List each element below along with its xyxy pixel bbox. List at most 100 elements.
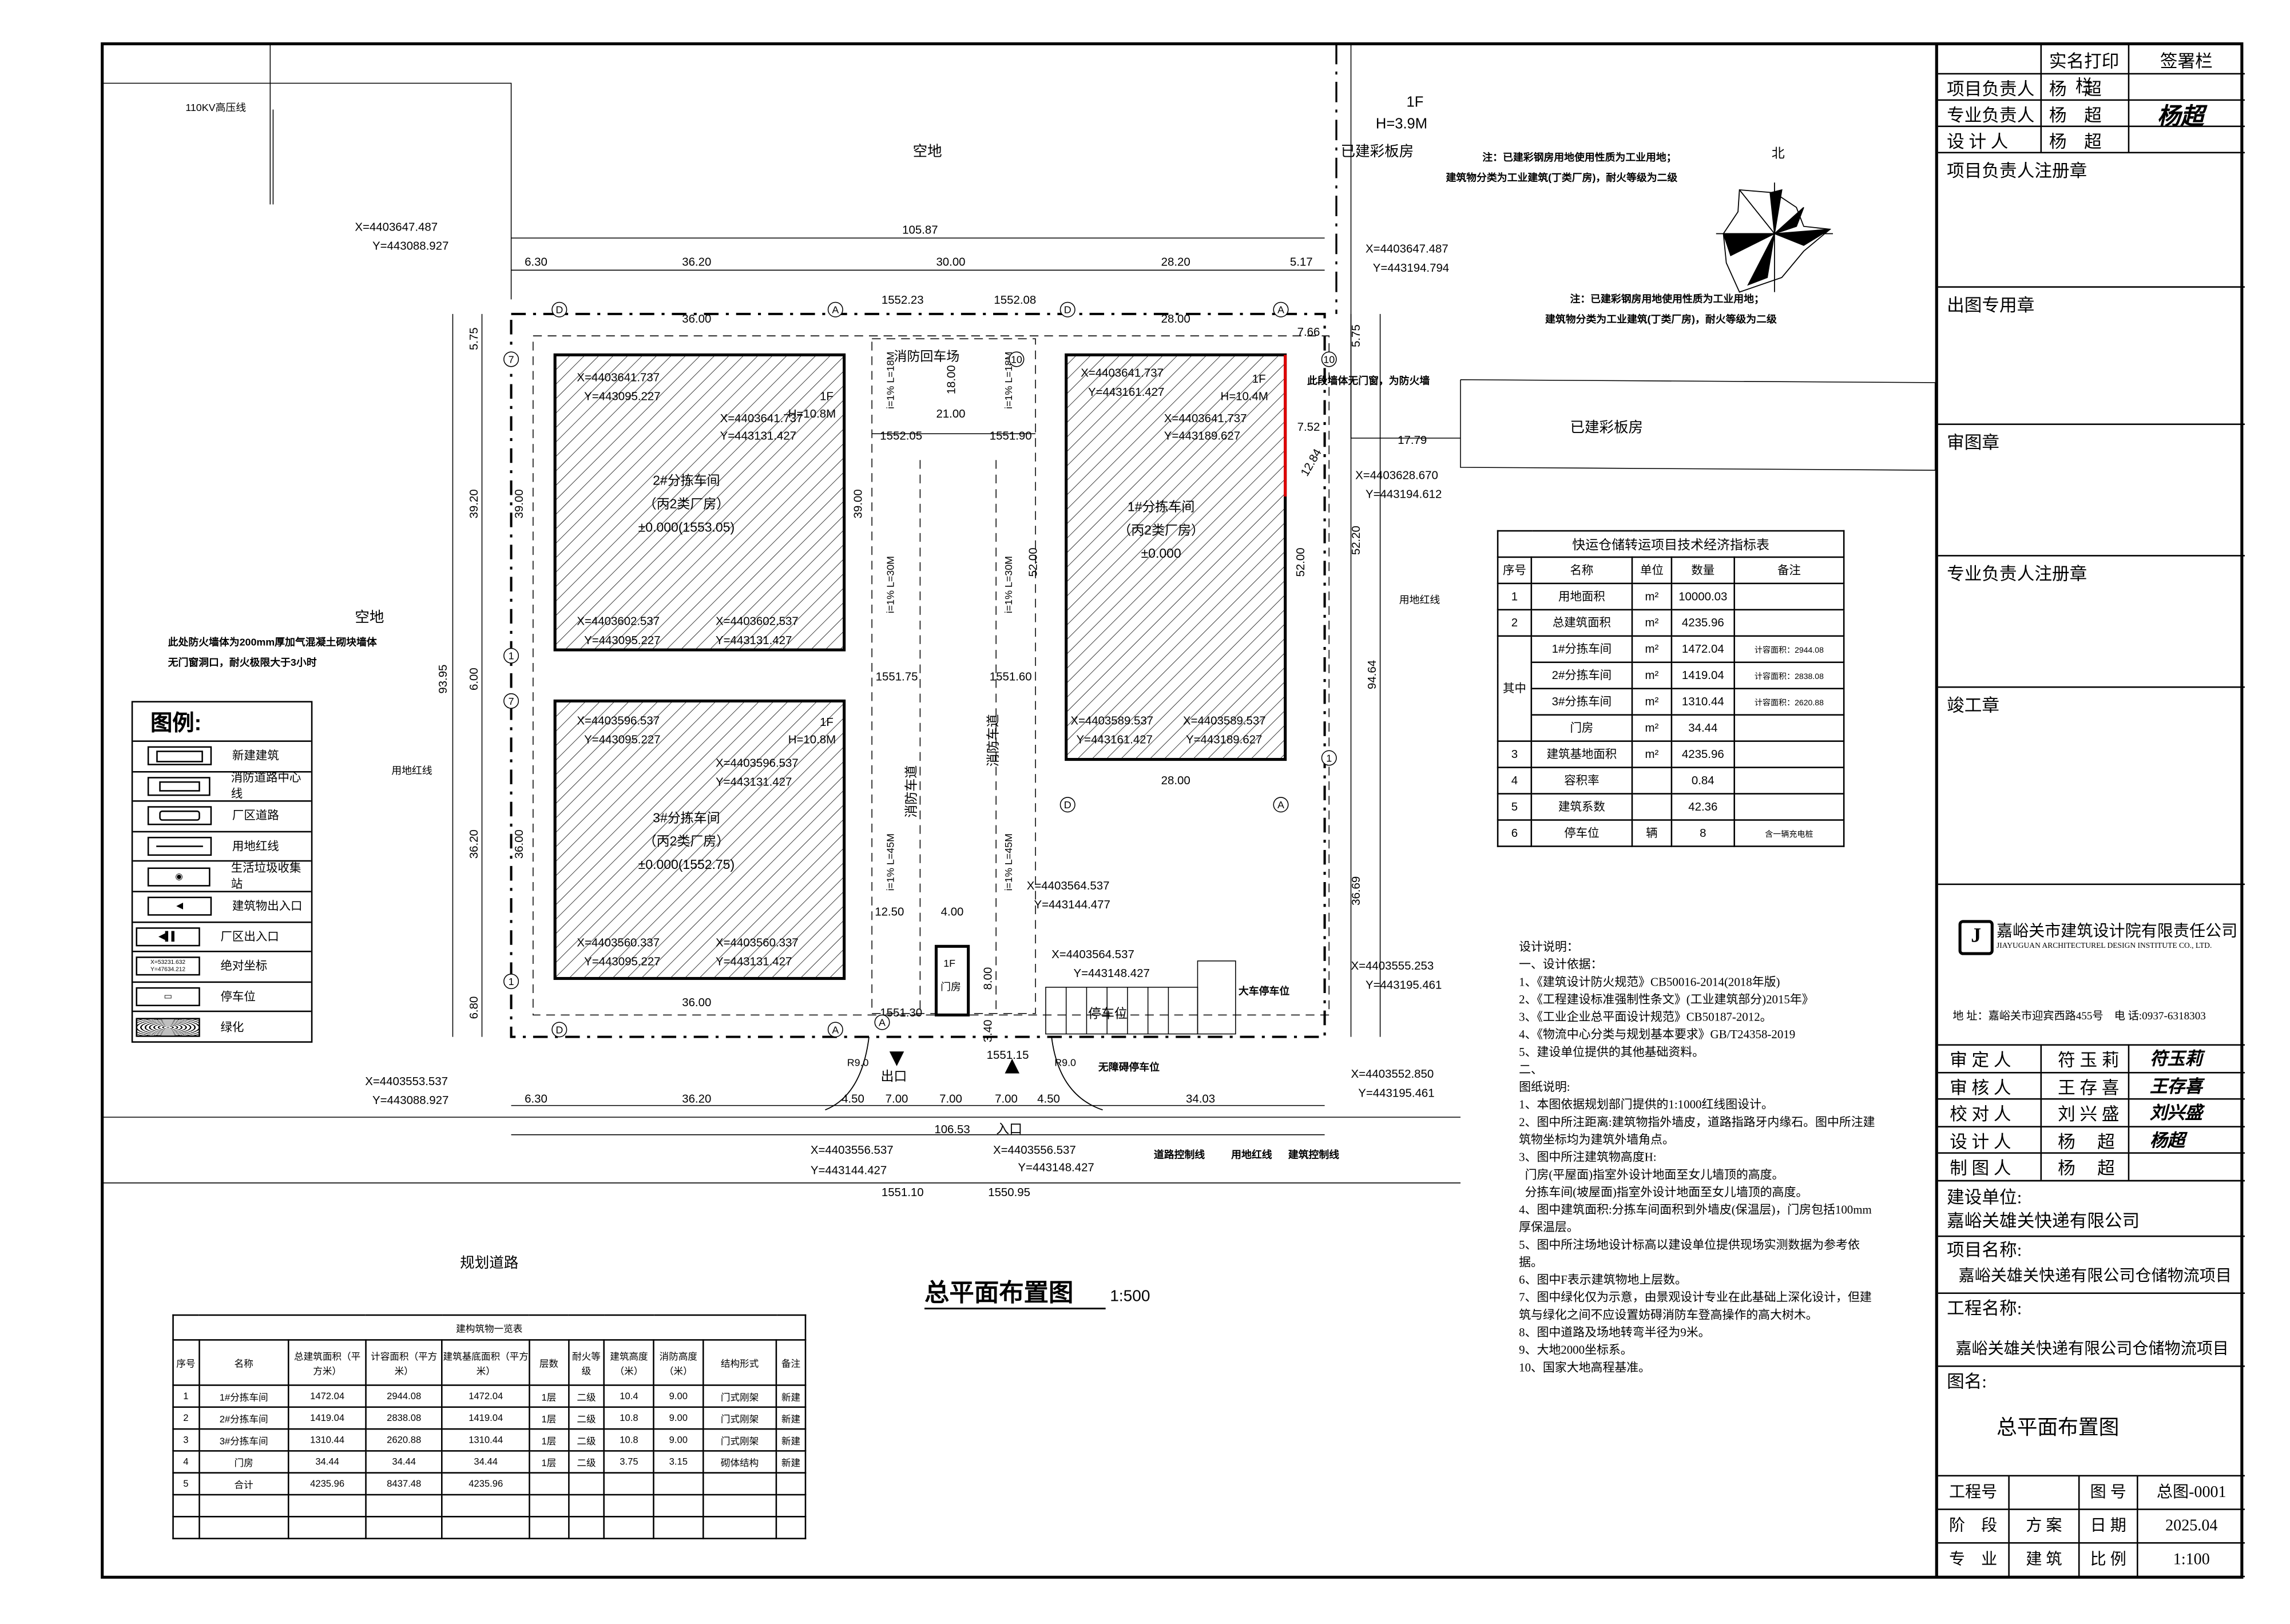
coord-y: Y=443195.461 xyxy=(1366,979,1442,991)
elevation: 1552.08 xyxy=(994,294,1036,307)
cell: 3.15 xyxy=(653,1450,704,1474)
cell: m² xyxy=(1631,688,1673,716)
label-entrance: 入口 xyxy=(996,1121,1022,1136)
approval-row: 设 计 人杨 超杨超 xyxy=(1938,1125,2245,1154)
sheet-info-cell: 比 例 xyxy=(2078,1543,2137,1578)
parking-stalls xyxy=(1045,960,1236,1035)
sheet-info-cell: 总图-0001 xyxy=(2137,1476,2245,1510)
header-label: 签署栏 xyxy=(2160,51,2213,72)
cell: 容积率 xyxy=(1530,767,1633,795)
cell: m² xyxy=(1631,582,1673,611)
label-red-line: 用地红线 xyxy=(391,765,432,776)
axis-label: D xyxy=(1064,799,1071,811)
company-logo-icon: J xyxy=(1958,920,1994,955)
label-empty-land: 空地 xyxy=(355,610,384,626)
person-name: 杨 超 xyxy=(2058,1158,2115,1180)
drawing-scale: 1:500 xyxy=(1110,1287,1150,1305)
note-line: 二、 xyxy=(1519,1063,1543,1077)
role-label: 项目负责人 xyxy=(1947,78,2035,100)
legend-item: ◉生活垃圾收集站 xyxy=(133,862,311,892)
axis-label: A xyxy=(832,304,839,316)
note-line: 10、国家大地高程基准。 xyxy=(1519,1361,1651,1375)
coord-x: X=4403564.537 xyxy=(1027,880,1110,892)
cell: 建筑系数 xyxy=(1530,793,1633,821)
col-header: 数量 xyxy=(1670,556,1735,585)
elevation-marks: 1552.23 1552.08 1552.05 1551.90 1551.75 … xyxy=(876,294,1037,1199)
legend-label: 停车位 xyxy=(220,990,256,1004)
cell: 9.00 xyxy=(653,1406,704,1430)
cell xyxy=(1631,793,1673,821)
coord-x: X=4403628.670 xyxy=(1355,469,1438,482)
slope-label: i=1% L=30M xyxy=(884,556,896,613)
dim: 93.95 xyxy=(437,665,450,694)
cell: 9.00 xyxy=(653,1428,704,1452)
cell: 用地面积 xyxy=(1530,582,1633,611)
elevation: 1551.30 xyxy=(880,1007,922,1019)
note-line: 4、《物流中心分类与规划基本要求》GB/T24358-2019 xyxy=(1519,1028,1796,1042)
building-1-name: 1#分拣车间 xyxy=(1128,499,1194,514)
entrance-arrow-icon xyxy=(1005,1058,1019,1074)
garbage-station-icon: ◉ xyxy=(147,867,211,886)
cell: 2838.08 xyxy=(364,1406,443,1430)
signature: 杨超 xyxy=(2150,1130,2185,1151)
axis-label: 1 xyxy=(1326,752,1332,764)
table-header: 序号名称总建筑面积（平方米）计容面积（平方米）建筑基底面积（平方米）层数耐火等级… xyxy=(172,1339,807,1386)
building-2-elev: ±0.000(1553.05) xyxy=(638,519,735,534)
col-header: 名称 xyxy=(197,1339,290,1386)
cell xyxy=(603,1494,654,1518)
coord-y: Y=443131.427 xyxy=(716,634,792,647)
cell: 5 xyxy=(1497,793,1533,821)
coord-y: Y=443189.627 xyxy=(1186,733,1262,746)
building-3-class: （丙2类厂房） xyxy=(644,833,730,848)
cell: 计容面积：2838.08 xyxy=(1733,661,1845,690)
cell: 1#分拣车间 xyxy=(1530,635,1633,664)
label-fire-lane: 消防车道 xyxy=(904,765,919,818)
coord-y: Y=443144.477 xyxy=(1034,899,1110,911)
label-hv-line: 110KV高压线 xyxy=(185,102,246,113)
cell xyxy=(528,1516,569,1539)
sheet-frame xyxy=(101,42,2244,1579)
sheet-info-cell: 2025.04 xyxy=(2137,1510,2245,1544)
building-1-floors: 1F xyxy=(1252,373,1266,386)
cell xyxy=(1631,767,1673,795)
label-existing-shed: 已建彩板房 xyxy=(1570,420,1643,436)
note-line: 2、《工程建设标准强制性条文》(工业建筑部分)2015年》 xyxy=(1519,993,1814,1007)
role-label: 设 计 人 xyxy=(1950,1131,2011,1152)
cell: 2944.08 xyxy=(364,1384,443,1408)
elevation: 1551.90 xyxy=(990,430,1032,442)
sheet-info-cell: 专 业 xyxy=(1938,1544,2009,1578)
cell: 42.36 xyxy=(1670,793,1735,821)
note-line: 7、图中绿化仅为示意，由景观设计专业在此基础上深化设计，但建筑与绿化之间不应设置… xyxy=(1519,1291,1872,1322)
title-block: 实名打印栏 签署栏 项目负责人 杨 超 专业负责人 杨 超 设 计 人 杨 超 … xyxy=(1935,43,2245,1578)
note: 注：已建彩钢房用地使用性质为工业用地； xyxy=(1570,292,1764,304)
cell: 10.8 xyxy=(603,1406,654,1430)
dim: 4.50 xyxy=(1037,1093,1060,1106)
col-header: 序号 xyxy=(1497,556,1533,585)
note-line: 2、图中所注距离:建筑物指外墙皮，道路指路牙内缘石。图中所注建筑物坐标均为建筑外… xyxy=(1519,1115,1875,1147)
cell: 1层 xyxy=(528,1428,569,1452)
label-red-line: 用地红线 xyxy=(1231,1149,1272,1161)
dim: 36.20 xyxy=(682,256,711,269)
cell: 1 xyxy=(1497,582,1533,611)
cell: 1472.04 xyxy=(1670,635,1735,664)
dim: 105.87 xyxy=(902,224,938,236)
building-control-line xyxy=(533,335,1329,1016)
north-label: 北 xyxy=(1772,146,1785,161)
note: 建筑物分类为工业建筑(丁类厂房)，耐火等级为二级 xyxy=(1545,313,1777,325)
cell xyxy=(702,1494,777,1518)
cell xyxy=(567,1494,605,1518)
cell: 10.4 xyxy=(603,1384,654,1408)
axis-label: D xyxy=(1064,304,1071,316)
cell xyxy=(528,1472,569,1496)
cell: 4235.96 xyxy=(1670,740,1735,768)
cell: 新建 xyxy=(775,1450,807,1474)
cell: 砌体结构 xyxy=(702,1450,777,1474)
coord-y: Y=443194.612 xyxy=(1366,489,1442,501)
note-line: 9、大地2000坐标系。 xyxy=(1519,1343,1633,1357)
cell xyxy=(364,1494,443,1518)
elevation: 1551.10 xyxy=(882,1186,924,1199)
cell: 4 xyxy=(172,1450,200,1474)
